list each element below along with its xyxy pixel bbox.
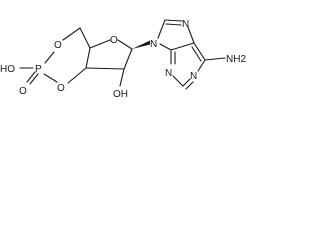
- atom-nh2: NH2: [226, 54, 246, 65]
- bond-c1-c2: [123, 48, 133, 70]
- phosphate-ring-bonds: [19, 27, 91, 85]
- bond-p-o-double-1: [29, 73, 39, 85]
- bond-o-top-c5: [62, 27, 81, 41]
- bond-c6-nh2: [204, 57, 226, 61]
- bond-c2-n1: [182, 78, 191, 87]
- atom-labels: HO P O O O O OH N N N N NH2: [0, 19, 246, 100]
- bond-p-o-bottom: [43, 73, 58, 83]
- adenine-bonds: [157, 19, 226, 90]
- bond-c3-c4: [85, 47, 91, 69]
- molecule-structure-figure: HO P O O O O OH N N N N NH2: [0, 0, 268, 126]
- atom-ho: HO: [0, 64, 15, 75]
- atom-n1: N: [190, 71, 197, 82]
- ribose-ring-bonds: [85, 39, 150, 87]
- bond-c5-c4: [170, 42, 195, 51]
- wedge-c1-n9: [132, 40, 150, 49]
- bond-o-furanose-c1: [117, 39, 133, 50]
- bond-o-bottom-c3: [67, 67, 87, 84]
- bond-c6-c5-double: [191, 46, 202, 62]
- bond-c8-n7: [164, 19, 183, 22]
- atom-o-ring-bottom: O: [57, 83, 65, 94]
- bond-p-o-double-2: [26, 71, 36, 83]
- cyclic-amp-structure: HO P O O O O OH N N N N NH2: [0, 19, 246, 100]
- bond-c4-o-furanose: [89, 39, 111, 49]
- bond-c2-oh: [119, 68, 125, 87]
- bond-c6-c5: [193, 42, 206, 61]
- atom-n9: N: [150, 39, 157, 50]
- atom-p: P: [35, 64, 42, 75]
- bond-p-o-top: [44, 51, 55, 64]
- bond-c8-n7-double: [165, 23, 182, 26]
- atom-oh: OH: [113, 89, 128, 100]
- bond-c2-c3: [85, 67, 125, 70]
- bond-n7-c5: [187, 26, 195, 44]
- bond-c2-n1-double: [185, 81, 194, 90]
- atom-o-double: O: [19, 86, 27, 97]
- bond-n1-c6: [197, 59, 206, 72]
- bond-c5-c4: [79, 27, 91, 49]
- bond-c4-n9: [159, 43, 172, 51]
- atom-o-ring-top: O: [54, 40, 62, 51]
- atom-n7: N: [182, 19, 189, 30]
- bond-n3-c2: [172, 75, 184, 87]
- atom-n3: N: [165, 68, 172, 79]
- atom-o-furanose: O: [110, 35, 118, 46]
- bond-n9-c8: [157, 19, 166, 39]
